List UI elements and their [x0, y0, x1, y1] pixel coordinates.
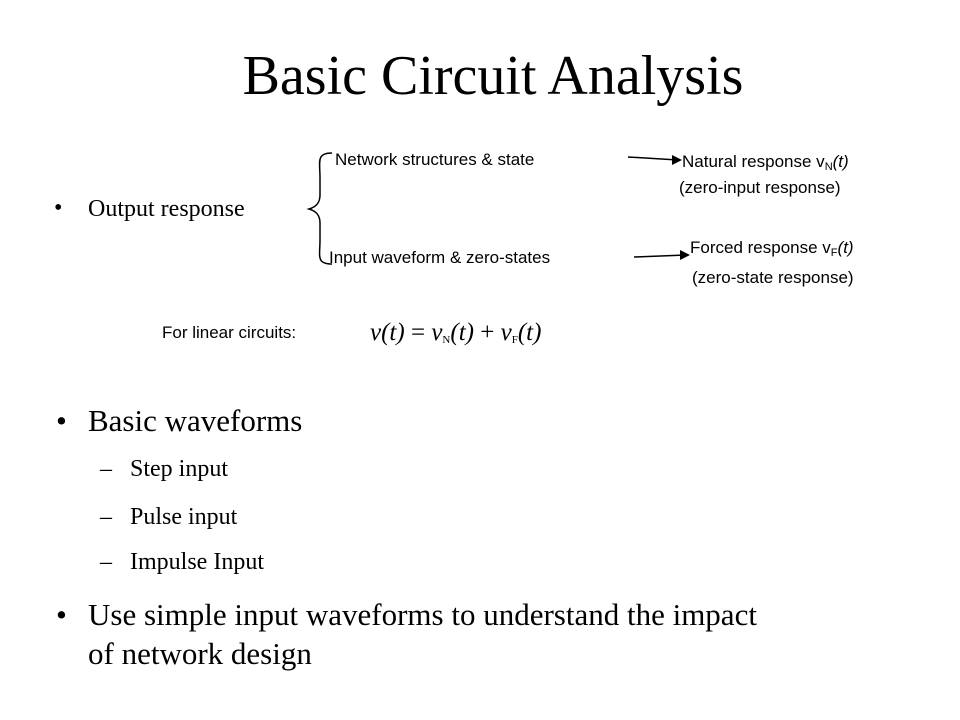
- use-simple-text-line1: Use simple input waveforms to understand…: [88, 597, 757, 632]
- bullet-dot: •: [54, 195, 63, 221]
- natural-response-label: Natural response vN(t): [682, 152, 849, 173]
- slide-title: Basic Circuit Analysis: [242, 45, 744, 107]
- linear-equation: v(t) = vN(t) + vF(t): [370, 319, 542, 346]
- sub-item-pulse: Pulse input: [130, 504, 238, 530]
- sub-dash: –: [100, 504, 112, 530]
- linear-circuits-label: For linear circuits:: [162, 323, 297, 342]
- basic-waveforms-text: Basic waveforms: [88, 403, 303, 438]
- forced-response-note: (zero-state response): [692, 268, 854, 287]
- curly-brace: [306, 152, 333, 265]
- use-simple-text-line2: of network design: [88, 636, 312, 671]
- forced-response-label: Forced response vF(t): [690, 238, 854, 259]
- natural-response-note: (zero-input response): [679, 178, 841, 197]
- sub-item-impulse: Impulse Input: [130, 549, 264, 575]
- arrow-natural-line: [627, 156, 679, 161]
- arrow-forced-head: [680, 250, 690, 260]
- output-response-text: Output response: [88, 196, 245, 222]
- sub-dash: –: [100, 456, 112, 482]
- arrow-forced-line: [633, 254, 687, 258]
- upper-branch-label: Network structures & state: [335, 150, 535, 169]
- bullet-dot: •: [56, 403, 67, 438]
- arrow-natural-head: [672, 155, 682, 165]
- sub-item-step: Step input: [130, 456, 229, 482]
- sub-dash: –: [100, 549, 112, 575]
- lower-branch-label: Input waveform & zero-states: [329, 248, 551, 267]
- bullet-dot: •: [56, 597, 67, 632]
